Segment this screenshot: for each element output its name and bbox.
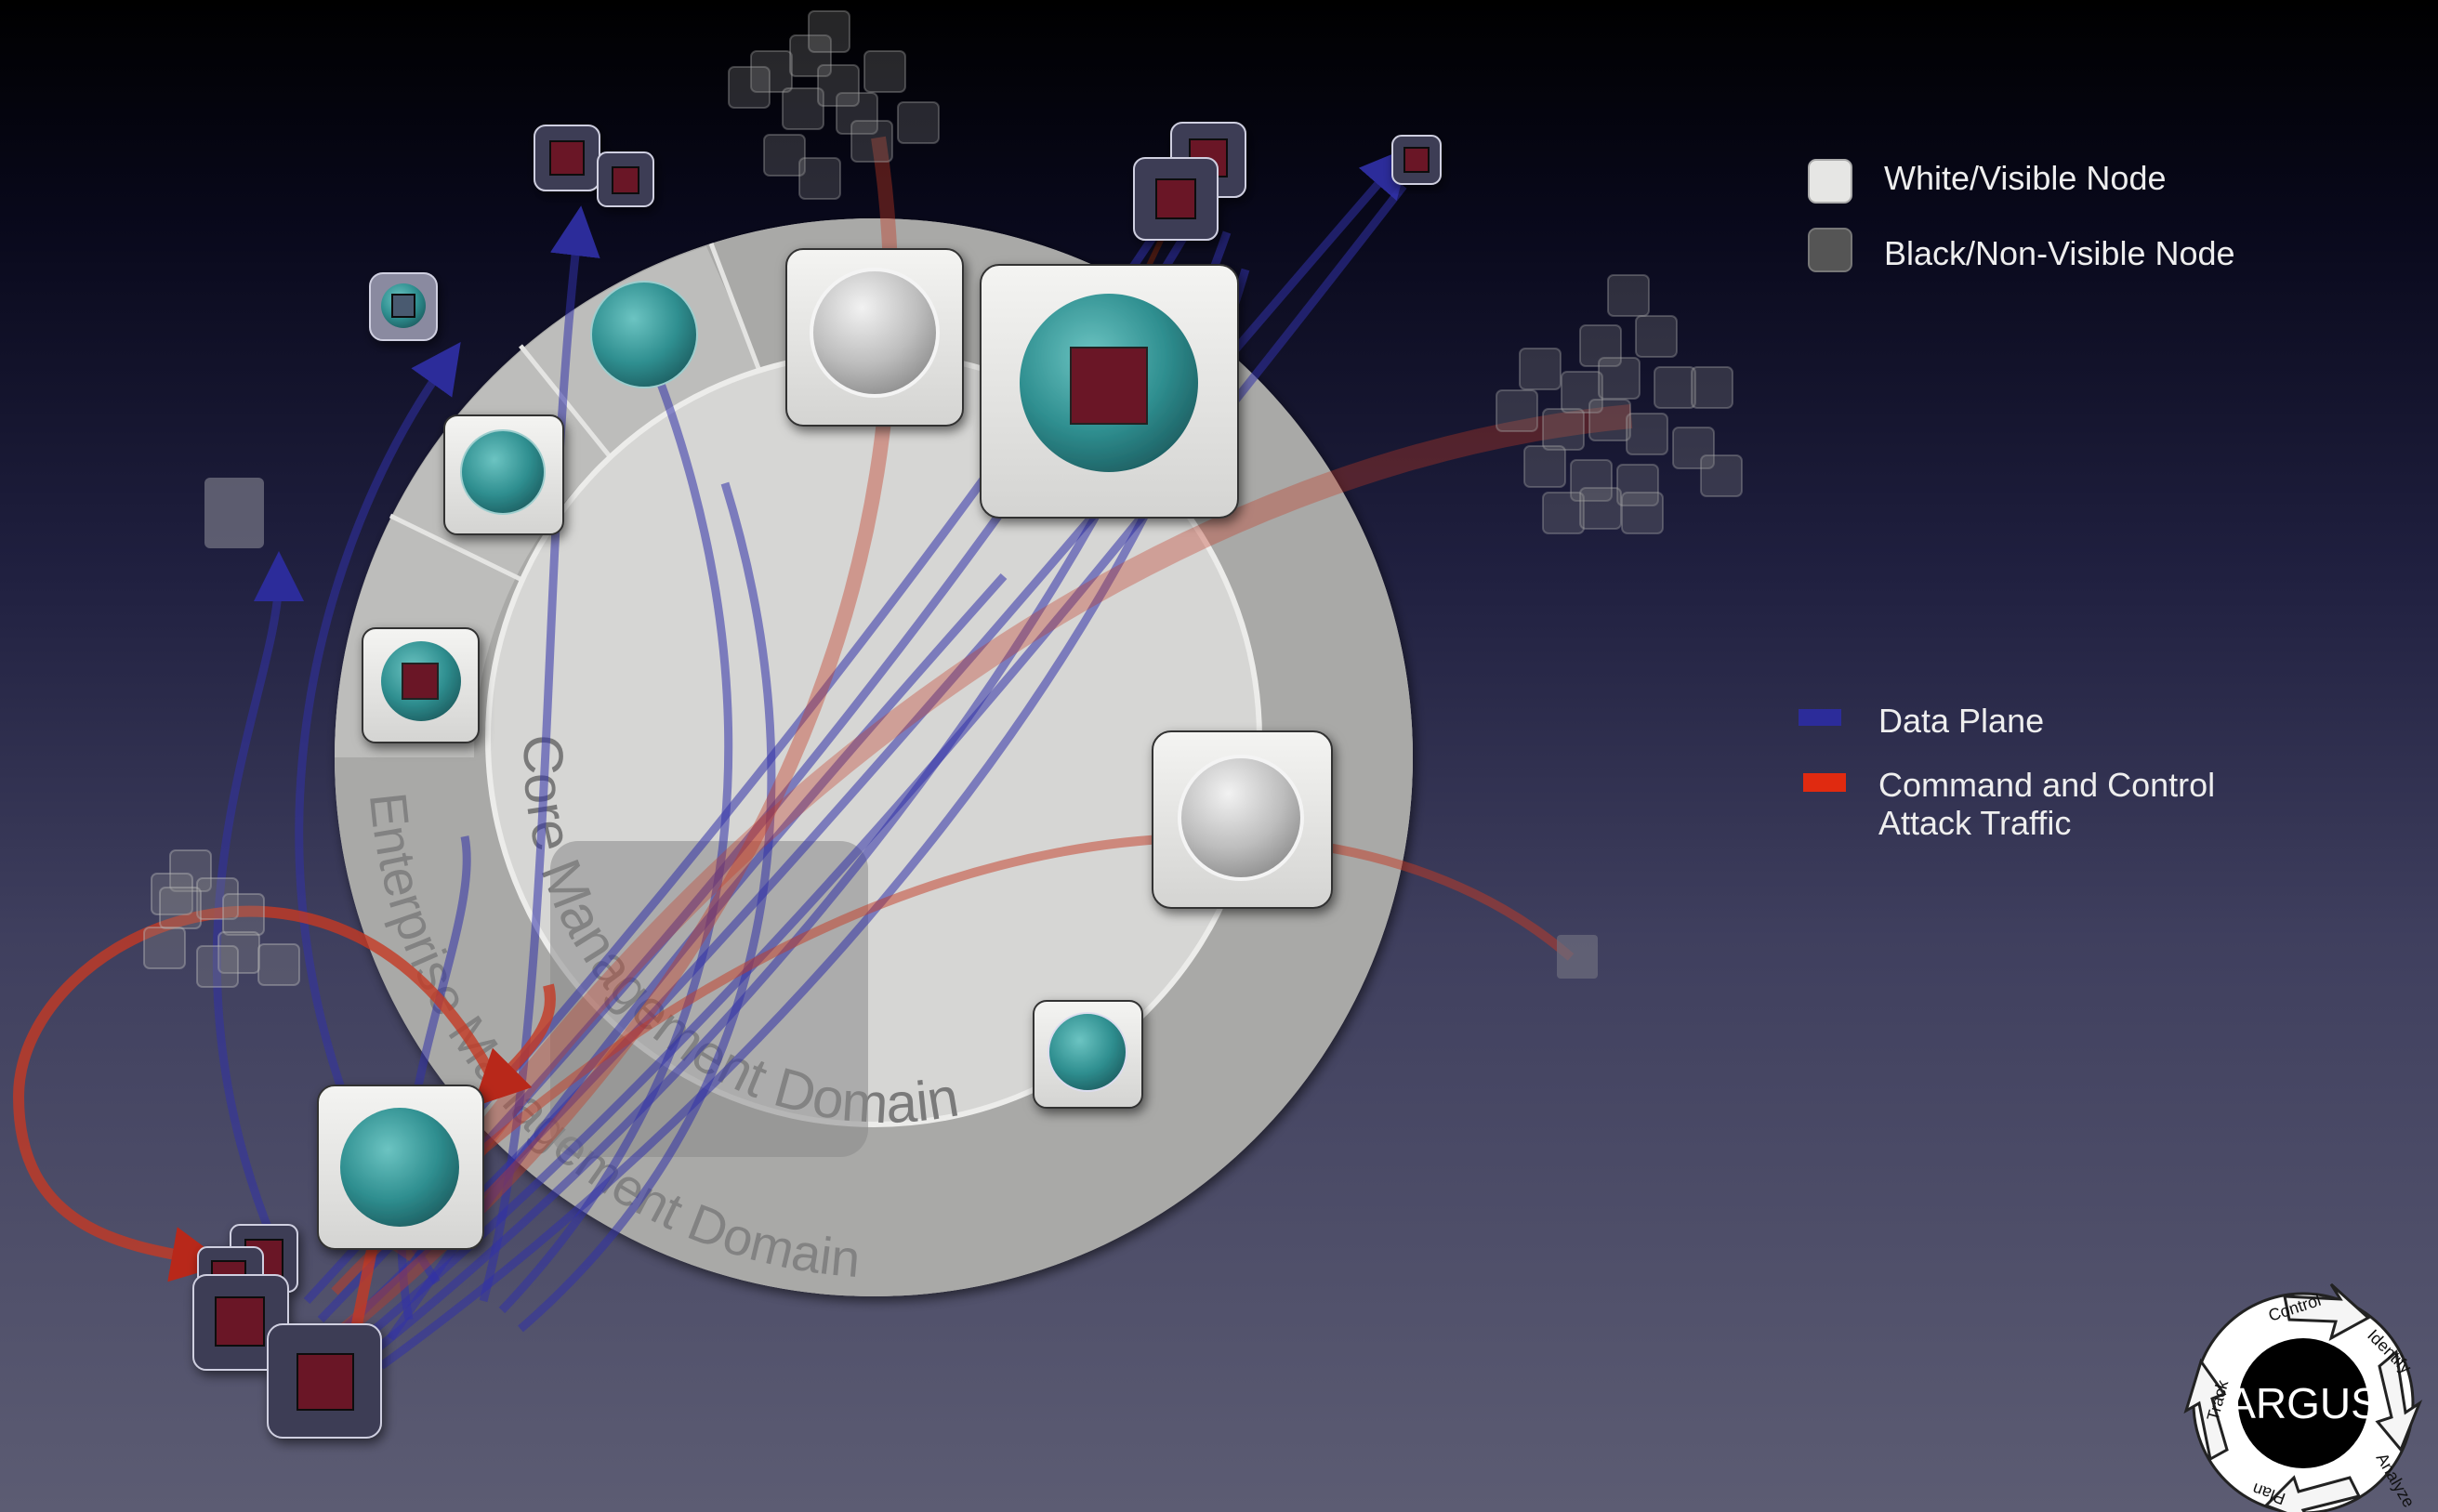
data-plane-swatch	[1799, 709, 1841, 726]
node-tile-ring-left-compromised[interactable]	[362, 627, 480, 743]
cycle-arrows	[2183, 1282, 2423, 1512]
node-tile-bottom-small[interactable]	[1033, 1000, 1143, 1109]
argus-logo: ARGUS Control Identify Analyze Plan Trac…	[2183, 1282, 2423, 1512]
non-visible-node	[1557, 935, 1598, 979]
compromised-marker	[402, 663, 439, 700]
external-compromised-cluster[interactable]	[192, 1224, 382, 1439]
legend-label-data-plane: Data Plane	[1878, 702, 2044, 740]
node-tile-top-center[interactable]	[785, 248, 964, 427]
legend-label-nonvisible: Black/Non-Visible Node	[1884, 234, 2235, 272]
hidden-node-cluster-right	[1496, 274, 1743, 534]
non-visible-node	[204, 478, 264, 548]
node-tile-ring-bottom-left[interactable]	[317, 1085, 484, 1250]
attack-traffic-swatch	[1803, 773, 1846, 792]
node-tile-ring-left-upper[interactable]	[443, 414, 564, 535]
sector-divider	[708, 243, 770, 391]
hidden-node-cluster-left	[143, 849, 300, 988]
hidden-node-cluster-top	[728, 10, 940, 200]
external-compromised-node[interactable]	[534, 125, 654, 207]
legend: White/Visible Node Black/Non-Visible Nod…	[1799, 159, 2235, 842]
legend-label-attack-2: Attack Traffic	[1878, 804, 2071, 842]
legend-label-visible: White/Visible Node	[1884, 159, 2167, 197]
legend-item-attack: Command and Control Attack Traffic	[1803, 766, 2215, 842]
sector-divider	[519, 344, 623, 472]
argus-logo-text: ARGUS	[2227, 1379, 2379, 1427]
node-tile-compromised-large[interactable]	[980, 264, 1239, 519]
external-compromised-node[interactable]	[1133, 122, 1246, 241]
node-tile-right[interactable]	[1152, 730, 1333, 909]
management-zone	[550, 841, 868, 1157]
external-teal-node[interactable]	[369, 272, 438, 341]
external-compromised-node[interactable]	[1391, 135, 1442, 185]
legend-item-nonvisible-node: Black/Non-Visible Node	[1808, 228, 2235, 272]
legend-item-visible-node: White/Visible Node	[1808, 159, 2167, 204]
nonvisible-node-swatch	[1808, 228, 1852, 272]
slide-title-fragment	[818, 0, 2249, 13]
legend-item-data-plane: Data Plane	[1799, 702, 2044, 740]
node-ring-teal-top[interactable]	[590, 281, 698, 388]
visible-node-swatch	[1808, 159, 1852, 204]
compromised-marker	[1070, 347, 1148, 425]
legend-label-attack-1: Command and Control	[1878, 766, 2215, 804]
sector-divider	[389, 513, 539, 590]
